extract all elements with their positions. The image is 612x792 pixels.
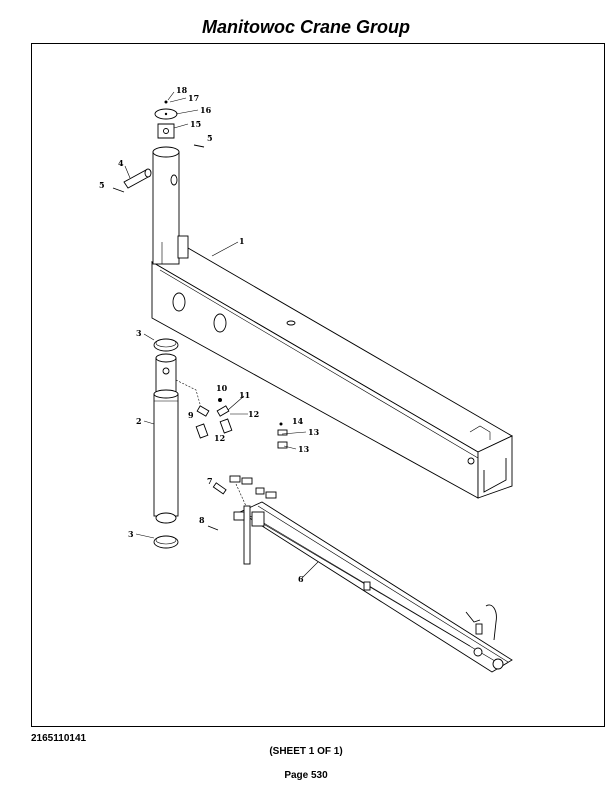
cap-parts [154, 100, 178, 139]
callout-12-right: 12 [248, 409, 259, 419]
page-title: Manitowoc Crane Group [201, 17, 410, 37]
document-number: 2165110141 [31, 733, 87, 744]
tube-assembly-part [233, 501, 513, 673]
leader-lines [124, 91, 319, 579]
callout-8: 8 [199, 515, 205, 525]
callout-5-top: 5 [207, 133, 213, 143]
callout-1: 1 [239, 236, 245, 246]
post-part [152, 146, 189, 265]
callout-17: 17 [188, 93, 199, 103]
callout-4: 4 [118, 158, 124, 168]
drawing-frame [31, 43, 605, 727]
callout-3-bottom: 3 [128, 529, 134, 539]
fitting-parts-lower [207, 475, 277, 531]
beam-part [150, 247, 513, 499]
callout-14: 14 [292, 416, 304, 426]
callout-3-top: 3 [136, 328, 142, 338]
callout-11: 11 [239, 390, 250, 400]
callout-7: 7 [207, 476, 213, 486]
callout-2: 2 [136, 416, 142, 426]
callout-15: 15 [190, 119, 201, 129]
callout-labels: 18 17 16 15 5 4 5 1 3 2 3 10 11 9 12 12 … [99, 85, 320, 584]
callout-16: 16 [200, 105, 212, 115]
page-number: Page 530 [284, 770, 328, 781]
callout-13-top: 13 [308, 427, 320, 437]
callout-5-left: 5 [99, 180, 105, 190]
callout-9: 9 [188, 410, 194, 420]
cylinder-part [153, 338, 201, 549]
callout-6: 6 [298, 574, 304, 584]
fitting-parts [195, 398, 288, 449]
pin-parts [112, 144, 205, 193]
callout-10: 10 [216, 383, 228, 393]
callout-13-bottom: 13 [298, 444, 310, 454]
callout-12-left: 12 [214, 433, 225, 443]
callout-18: 18 [176, 85, 188, 95]
sheet-indicator: (SHEET 1 OF 1) [269, 746, 343, 757]
